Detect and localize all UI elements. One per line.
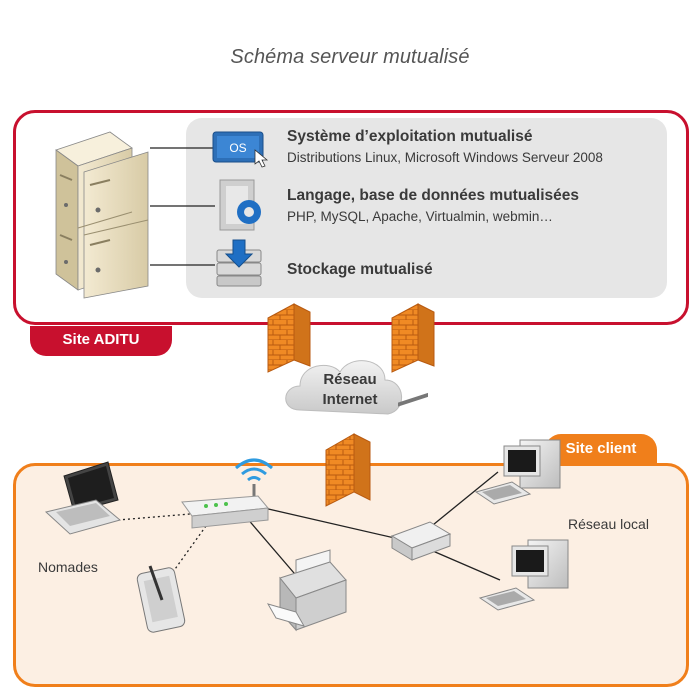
wireless-links xyxy=(117,513,207,577)
local-network-label: Réseau local xyxy=(568,516,649,532)
internet-label-line1: Réseau xyxy=(323,371,377,388)
laptop-icon xyxy=(44,461,122,535)
firewall-right-icon xyxy=(391,303,435,373)
database-icon xyxy=(219,179,261,231)
network-switch-icon xyxy=(390,392,452,561)
aditu-site-tab: Site ADITU xyxy=(30,326,172,356)
tablet-icon xyxy=(136,565,186,633)
desktop-computer-top-icon xyxy=(474,439,561,505)
nomads-label: Nomades xyxy=(38,559,98,575)
internet-cloud-icon xyxy=(285,360,403,415)
service-os-title: Système d’exploitation mutualisé xyxy=(287,128,533,145)
service-os-subtitle: Distributions Linux, Microsoft Windows S… xyxy=(287,150,603,165)
diagram-title: Schéma serveur mutualisé xyxy=(230,46,470,68)
os-icon: OS xyxy=(212,131,269,168)
wifi-router-icon xyxy=(181,458,273,529)
firewall-client-icon xyxy=(325,433,371,507)
service-db-subtitle: PHP, MySQL, Apache, Virtualmin, webmin… xyxy=(287,209,553,224)
client-site-tab: Site client xyxy=(545,434,657,464)
internet-cloud-label: Réseau Internet xyxy=(300,370,400,410)
internet-label-line2: Internet xyxy=(322,391,378,408)
desktop-computer-bottom-icon xyxy=(478,539,569,611)
shared-services-panel xyxy=(186,118,667,298)
firewall-left-icon xyxy=(267,303,311,373)
server-links xyxy=(150,147,215,266)
printer-icon xyxy=(266,549,347,632)
server-stack-icon xyxy=(55,131,149,299)
service-db-title: Langage, base de données mutualisées xyxy=(287,187,580,204)
service-storage: Stockage mutualisé xyxy=(287,261,433,279)
service-db: Langage, base de données mutualisées PHP… xyxy=(287,187,579,224)
storage-icon xyxy=(216,239,262,287)
os-icon-text: OS xyxy=(229,141,246,155)
service-os: Système d’exploitation mutualisé Distrib… xyxy=(287,128,603,165)
service-storage-title: Stockage mutualisé xyxy=(287,261,433,278)
client-site-frame xyxy=(13,463,689,687)
